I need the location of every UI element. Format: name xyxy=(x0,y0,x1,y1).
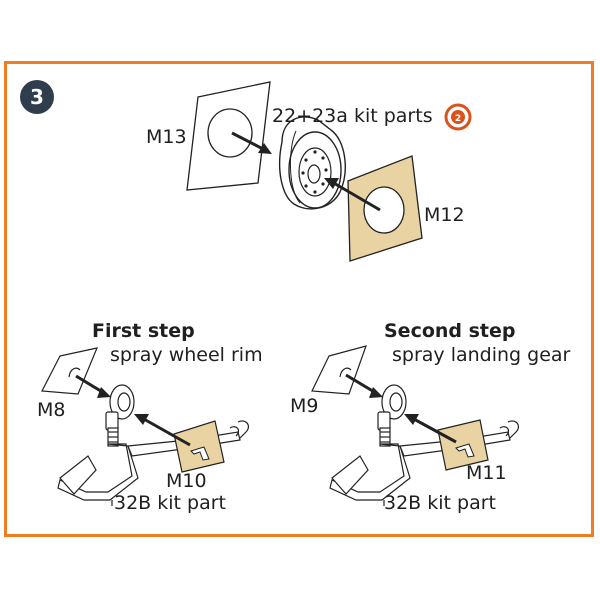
label-m12: M12 xyxy=(424,204,465,226)
mask-m9 xyxy=(311,345,367,395)
arrow-m10 xyxy=(134,414,191,447)
label-m13: M13 xyxy=(146,126,187,148)
mask-m11 xyxy=(437,419,489,471)
first-step-title: First step xyxy=(92,320,195,342)
label-kit-parts: 22+23a kit parts xyxy=(272,105,433,127)
right-kit-part: 32B kit part xyxy=(384,492,496,514)
label-m11: M11 xyxy=(466,462,507,484)
arrow-m12 xyxy=(324,178,381,212)
refer-step-icon: 2 xyxy=(444,103,472,131)
arrow-m8 xyxy=(75,374,111,398)
label-m10: M10 xyxy=(166,470,207,492)
mask-m13 xyxy=(186,81,271,191)
second-step-subtitle: spray landing gear xyxy=(392,344,571,366)
arrow-m13 xyxy=(231,131,272,154)
label-m9: M9 xyxy=(290,395,319,417)
arrow-m9 xyxy=(345,373,383,398)
first-step-subtitle: spray wheel rim xyxy=(110,344,263,366)
mask-m12 xyxy=(347,155,423,262)
mask-m8 xyxy=(41,347,98,395)
arrow-m11 xyxy=(404,414,457,444)
landing-gear-right xyxy=(329,384,520,506)
step-number-badge: 3 xyxy=(20,80,54,114)
left-kit-part: 32B kit part xyxy=(114,492,226,514)
step-number: 3 xyxy=(30,85,44,109)
wheel-part xyxy=(279,116,346,210)
second-step-title: Second step xyxy=(384,320,516,342)
refer-step-number: 2 xyxy=(455,114,461,124)
mask-m10 xyxy=(173,420,225,473)
label-m8: M8 xyxy=(37,399,66,421)
